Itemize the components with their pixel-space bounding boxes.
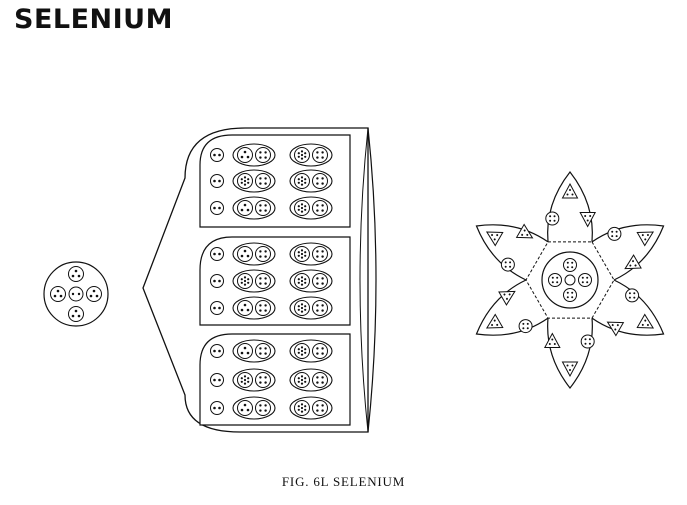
- oval-pair: [233, 340, 275, 362]
- small-circle: [210, 274, 224, 288]
- page-title: SELENIUM: [14, 4, 173, 35]
- funnel-figure: [142, 127, 377, 433]
- small-circle: [210, 148, 224, 162]
- small-circle: [210, 344, 224, 358]
- oval-pair: [290, 170, 332, 192]
- small-circle: [210, 401, 224, 415]
- petal-circle: [500, 257, 515, 272]
- oval-pair: [290, 340, 332, 362]
- small-circle: [210, 201, 224, 215]
- oval-pair: [233, 270, 275, 292]
- oval-pair: [233, 197, 275, 219]
- oval-pair: [290, 297, 332, 319]
- oval-pair: [233, 397, 275, 419]
- oval-pair: [233, 170, 275, 192]
- star-petal: [547, 318, 593, 389]
- petal-circle: [580, 334, 595, 349]
- petal-circle: [625, 288, 640, 303]
- center-sub-circle: [563, 258, 577, 272]
- center-core: [564, 274, 576, 286]
- small-circle: [210, 373, 224, 387]
- small-circle: [210, 174, 224, 188]
- oval-pair: [233, 369, 275, 391]
- oval-pair: [290, 270, 332, 292]
- oval-pair: [290, 197, 332, 219]
- oval-pair: [290, 397, 332, 419]
- star-petal: [547, 171, 593, 242]
- oval-pair: [233, 144, 275, 166]
- petal-circle: [545, 211, 560, 226]
- center-sub-circle: [578, 273, 592, 287]
- figure-caption: FIG. 6L SELENIUM: [281, 474, 406, 489]
- small-circle: [210, 301, 224, 315]
- center-sub-circle: [563, 288, 577, 302]
- petal-circle: [607, 226, 622, 241]
- oval-pair: [290, 243, 332, 265]
- oval-pair: [233, 243, 275, 265]
- small-circle: [210, 247, 224, 261]
- oval-pair: [290, 144, 332, 166]
- left-circle-figure: [43, 261, 109, 327]
- petal-circle: [518, 319, 533, 334]
- center-sub-circle: [548, 273, 562, 287]
- star-figure: [475, 171, 665, 389]
- oval-pair: [233, 297, 275, 319]
- oval-pair: [290, 369, 332, 391]
